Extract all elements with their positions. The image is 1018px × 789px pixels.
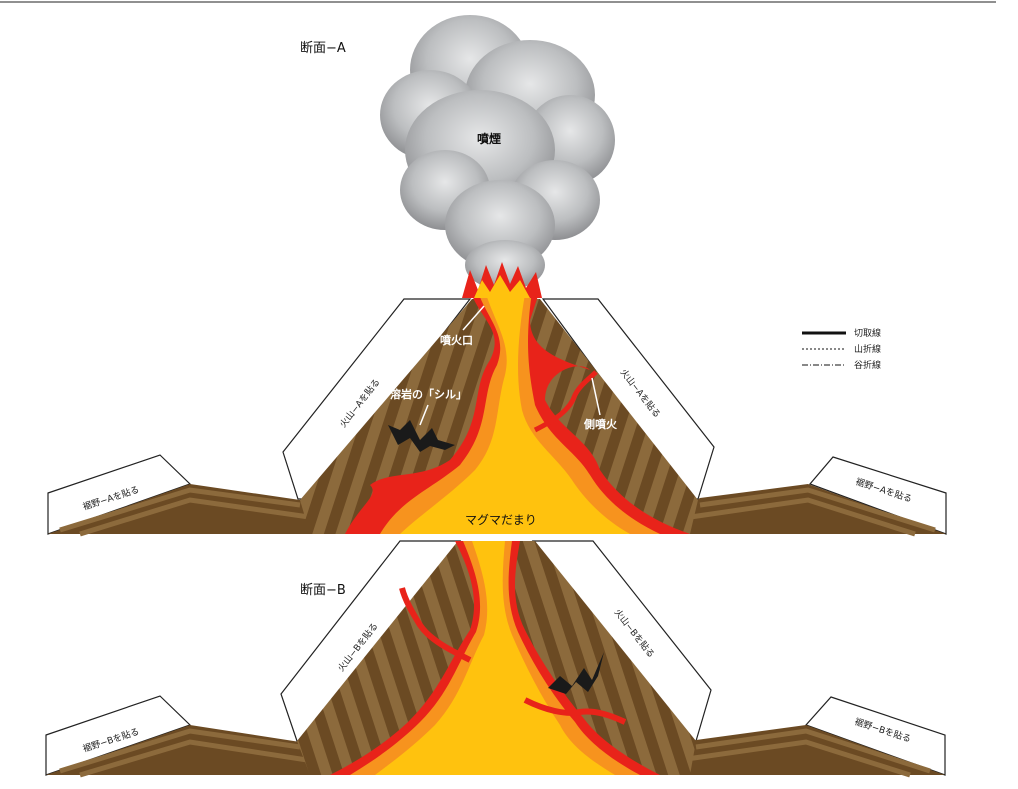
flank-vent-branch-a (533, 370, 598, 433)
flank-pointer (591, 377, 601, 416)
lava-channel-yellow-b (375, 541, 615, 775)
legend-valley-fold-label: 谷折線 (854, 359, 881, 371)
line-legend: 切取線 山折線 谷折線 (802, 327, 881, 371)
eruption-plume-a (380, 15, 615, 290)
section-b-title: 断面−B (300, 583, 346, 598)
magma-chamber-label: マグマだまり (465, 513, 537, 527)
crater-label: 噴火口 (440, 333, 473, 347)
sill-a (388, 420, 455, 452)
sill-branch-left-b (399, 587, 472, 663)
plume-label: 噴煙 (477, 131, 501, 146)
sill-label: 溶岩の「シル」 (390, 387, 467, 401)
sill-pointer (419, 404, 429, 426)
lava-channel-yellow-a (400, 294, 630, 534)
crater-pointer (462, 305, 485, 331)
sill-b (548, 652, 604, 694)
legend-mountain-fold-label: 山折線 (854, 343, 881, 355)
sill-branch-right-b (523, 697, 627, 725)
section-a-title: 断面−A (300, 41, 346, 56)
legend-cut-label: 切取線 (854, 327, 881, 339)
section-b: 断面−B 火山−Bを貼る 火山−Bを貼る 裾野−Bを貼る 裾野−Bを貼る (45, 540, 946, 778)
flank-eruption-label: 側噴火 (583, 417, 618, 431)
section-a: 断面−A 噴煙 噴火口 溶岩の「シル」 側噴火 マグマだまり 火山−Aを貼る 火… (47, 15, 947, 537)
